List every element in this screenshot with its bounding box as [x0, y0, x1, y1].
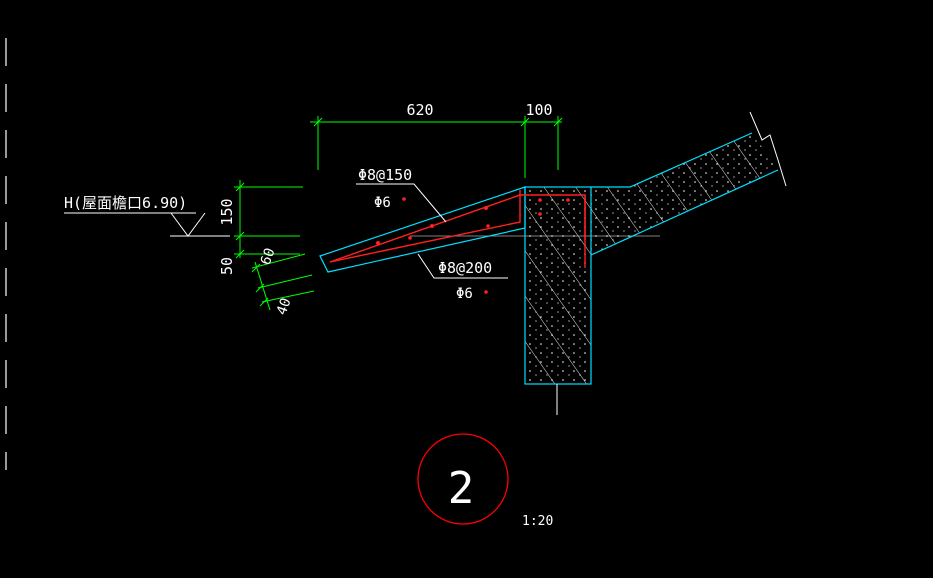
rebar-bottom-dot [484, 290, 488, 294]
elevation-symbol [64, 212, 230, 237]
dim-60: 60 [258, 246, 279, 267]
dim-620: 620 [406, 101, 433, 119]
roof-slab [590, 111, 787, 256]
rebar [329, 190, 586, 268]
elevation-label: H(屋面檐口6.90) [64, 194, 187, 212]
dim-150: 150 [218, 198, 236, 225]
detail-circle [417, 433, 509, 525]
rebar-bottom-main: Φ8@200 [438, 259, 492, 277]
rebar-bottom-dist: Φ6 [456, 286, 473, 302]
eave-slab [319, 186, 526, 273]
dim-50: 50 [218, 257, 236, 275]
rebar-top-dist: Φ6 [374, 195, 391, 211]
break-symbol [749, 111, 787, 187]
dim-40: 40 [274, 296, 295, 317]
concrete-column [524, 186, 592, 385]
leader-lines [356, 183, 508, 279]
top-dimensions [310, 116, 563, 178]
scale-label: 1:20 [522, 514, 553, 529]
dim-100: 100 [525, 101, 552, 119]
rebar-top-main: Φ8@150 [358, 166, 412, 184]
left-dimensions [234, 180, 315, 311]
detail-number: 2 [448, 463, 475, 514]
rebar-top-dot [402, 197, 406, 201]
